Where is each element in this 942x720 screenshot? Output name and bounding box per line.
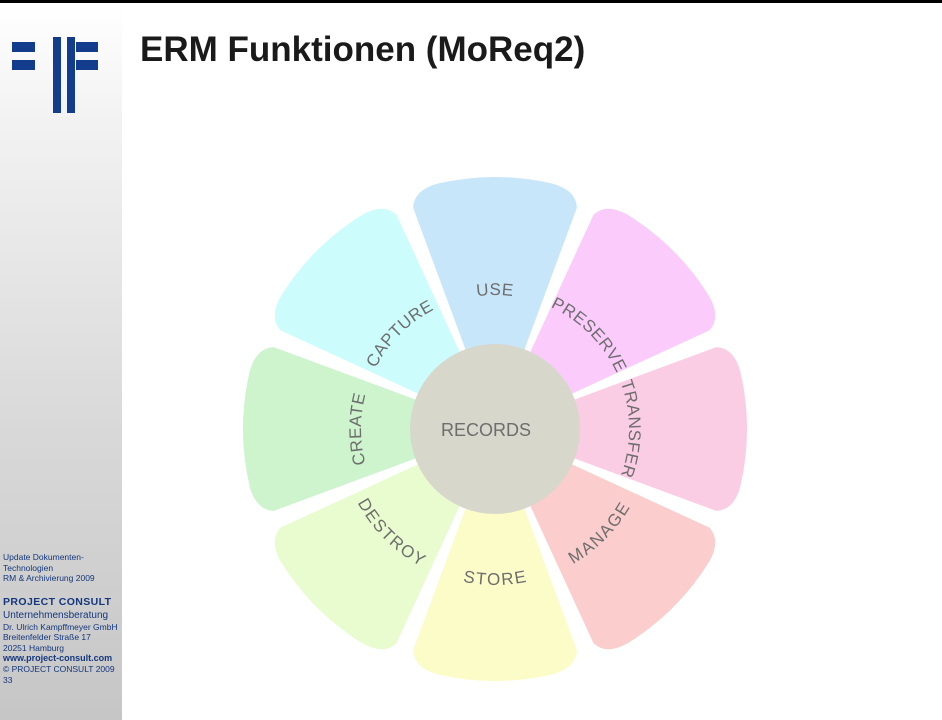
segment-store (413, 504, 577, 681)
records-hub (410, 344, 580, 514)
sidebar-footer: Update Dokumenten- Technologien RM & Arc… (3, 552, 121, 685)
company-street: Breitenfelder Straße 17 (3, 632, 91, 642)
segment-create (243, 347, 420, 511)
company-subtitle: Unternehmensberatung (3, 609, 109, 621)
page-number: 33 (3, 674, 13, 685)
event-line-3: RM & Archivierung 2009 (3, 573, 95, 583)
segment-manage (528, 462, 716, 650)
segment-preserve (528, 208, 716, 396)
event-line-2: Technologien (3, 562, 54, 573)
segment-transfer (570, 347, 747, 511)
segment-use (413, 177, 577, 354)
top-rule (0, 0, 942, 3)
segment-label-use: USE (475, 280, 514, 300)
company-website: www.project-consult.com (3, 653, 113, 663)
records-hub-label: RECORDS (441, 420, 531, 440)
company-city: 20251 Hamburg (3, 642, 64, 653)
sidebar (0, 3, 122, 720)
segment-destroy (274, 462, 462, 650)
segment-label-store: STORE (462, 567, 528, 589)
page-title: ERM Funktionen (MoReq2) (140, 30, 586, 69)
company-name: PROJECT CONSULT (3, 595, 112, 608)
segment-capture (274, 208, 462, 396)
copyright: © PROJECT CONSULT 2009 (3, 664, 115, 674)
segment-label-create: CREATE (346, 391, 370, 467)
segment-shapes (243, 177, 747, 681)
project-consult-logo (10, 33, 100, 115)
company-person: Dr. Ulrich Kampffmeyer GmbH (3, 621, 118, 632)
event-line-1: Update Dokumenten- (3, 552, 84, 562)
